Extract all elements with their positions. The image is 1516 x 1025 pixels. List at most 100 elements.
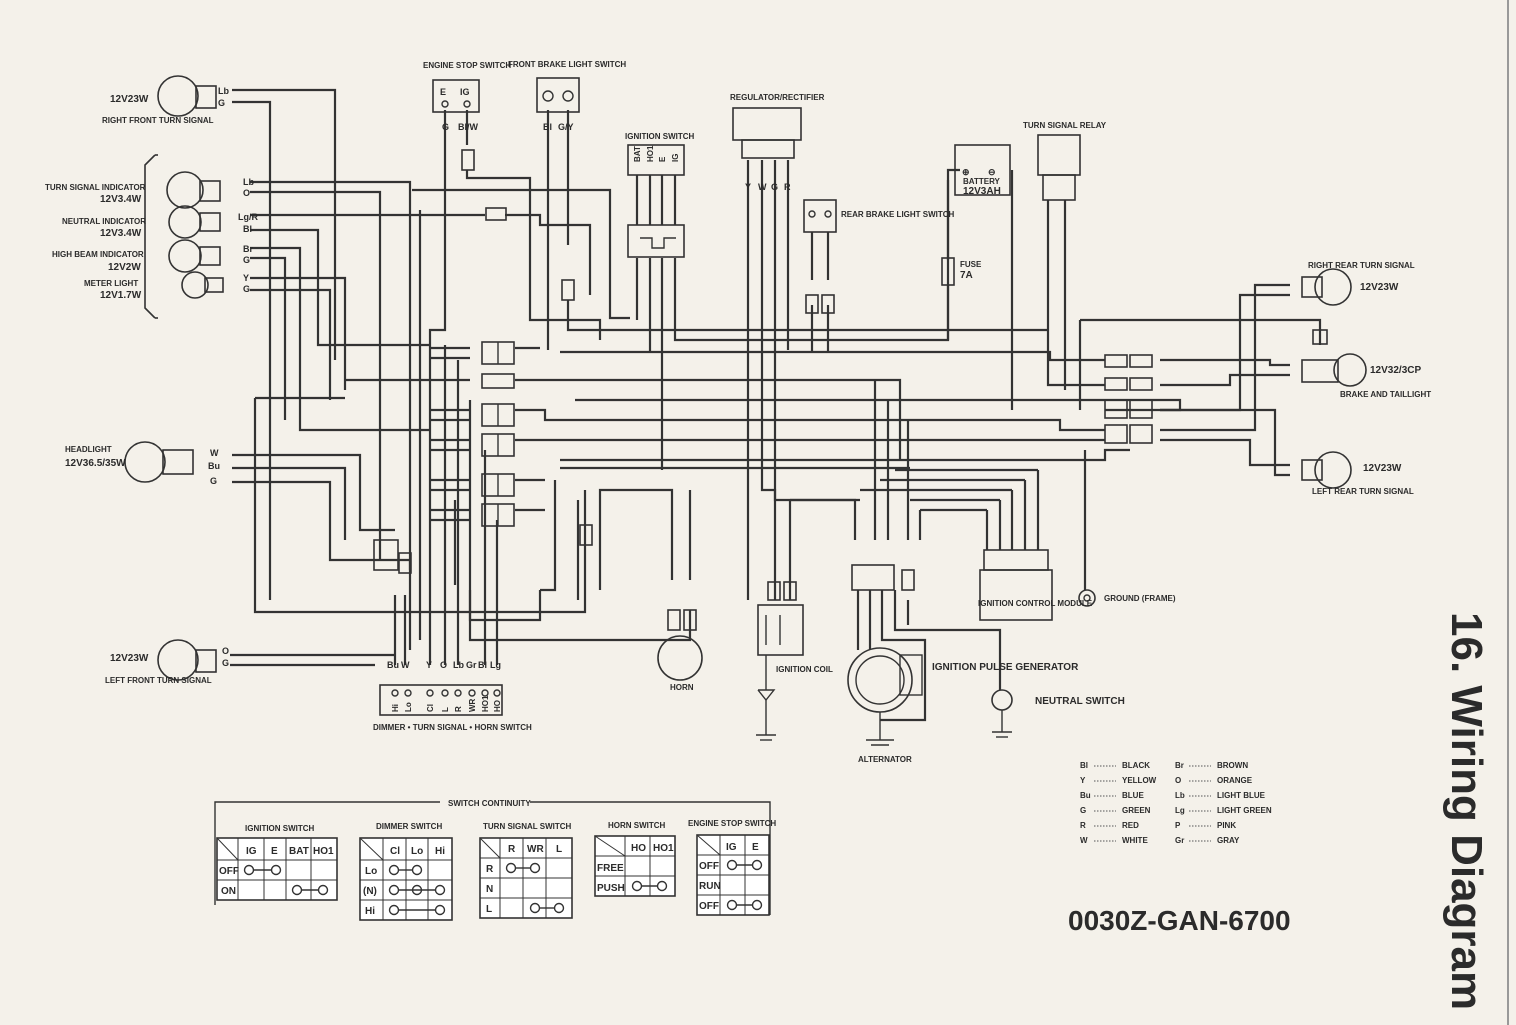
switch-pin-label: Lo xyxy=(404,702,413,712)
cont-row: OFF xyxy=(699,901,719,912)
continuity-horn-title: HORN SWITCH xyxy=(608,821,666,830)
switch-pin-label: L xyxy=(441,707,450,712)
wire-label: Y xyxy=(243,273,249,283)
wire-label: G xyxy=(243,255,250,265)
cont-row: FREE xyxy=(597,863,624,874)
right-front-turn-signal-rating: 12V23W xyxy=(110,94,149,105)
rear-brake-light-switch: REAR BRAKE LIGHT SWITCH xyxy=(803,199,955,233)
continuity-engine-stop-title: ENGINE STOP SWITCH xyxy=(688,819,776,828)
front-brake-light-switch: FRONT BRAKE LIGHT SWITCH Bl G/Y xyxy=(508,60,626,132)
turn-signal-indicator-label: TURN SIGNAL INDICATOR xyxy=(45,183,146,192)
legend-color: YELLOW xyxy=(1122,776,1157,785)
regulator-rectifier-label: REGULATOR/RECTIFIER xyxy=(730,93,825,102)
ignition-pin: BAT xyxy=(633,146,642,162)
cont-col: Lo xyxy=(411,846,423,857)
cont-col: E xyxy=(271,846,278,857)
cont-row: Lo xyxy=(365,866,377,877)
cont-col: Cl xyxy=(390,846,400,857)
wire-label: G xyxy=(243,284,250,294)
wire-label: Y xyxy=(426,660,432,670)
switch-pin xyxy=(481,689,489,697)
left-front-turn-signal-rating: 12V23W xyxy=(110,653,149,664)
wire-label: Lg/R xyxy=(238,212,258,222)
wire-label: O xyxy=(243,188,250,198)
alternator-label: ALTERNATOR xyxy=(858,755,912,764)
cont-col: HO1 xyxy=(313,846,334,857)
turn-signal-relay-label: TURN SIGNAL RELAY xyxy=(1023,121,1107,130)
legend-color: BLUE xyxy=(1122,791,1144,800)
right-front-turn-signal-label: RIGHT FRONT TURN SIGNAL xyxy=(102,116,214,125)
fuse: FUSE 7A xyxy=(941,257,982,286)
horn: HORN xyxy=(657,635,703,692)
ignition-switch-label: IGNITION SWITCH xyxy=(625,132,695,141)
front-brake-light-switch-label: FRONT BRAKE LIGHT SWITCH xyxy=(508,60,626,69)
legend-code: P xyxy=(1175,821,1181,830)
ignition-pin: IG xyxy=(671,154,680,162)
ground-label: GROUND (FRAME) xyxy=(1104,594,1176,603)
cont-row: N xyxy=(486,884,493,895)
switch-pin xyxy=(468,689,476,697)
battery-rating: 12V3AH xyxy=(963,186,1001,197)
legend-code: O xyxy=(1175,776,1181,785)
legend-code: Lb xyxy=(1175,791,1185,800)
wire-label: Bl xyxy=(478,660,487,670)
brake-taillight: 12V32/3CP BRAKE AND TAILLIGHT xyxy=(1301,353,1431,399)
battery-label: BATTERY xyxy=(963,177,1001,186)
legend-color: BROWN xyxy=(1217,761,1248,770)
legend-color: GREEN xyxy=(1122,806,1151,815)
page-title: 16. Wiring Diagram xyxy=(1442,612,1491,1010)
horn-label: HORN xyxy=(670,683,694,692)
wire-label: Bl xyxy=(543,122,552,132)
legend-code: Lg xyxy=(1175,806,1185,815)
wire-label: Lb xyxy=(453,660,464,670)
left-front-turn-signal-label: LEFT FRONT TURN SIGNAL xyxy=(105,676,212,685)
wire-label: G/Y xyxy=(558,122,574,132)
wire-label: Lb xyxy=(243,177,254,187)
battery-minus-icon: ⊖ xyxy=(988,167,996,177)
legend-color: GRAY xyxy=(1217,836,1240,845)
cont-row: OFF xyxy=(219,866,239,877)
engine-stop-switch-e: E xyxy=(440,87,446,97)
switch-pin xyxy=(404,689,412,697)
brake-taillight-label: BRAKE AND TAILLIGHT xyxy=(1340,390,1431,399)
legend-color: ORANGE xyxy=(1217,776,1253,785)
cont-col: IG xyxy=(726,842,737,853)
switch-pin xyxy=(391,689,399,697)
switch-pin xyxy=(454,689,462,697)
cont-col: L xyxy=(556,844,562,855)
cont-row: ON xyxy=(221,886,236,897)
ignition-pulse-generator: IGNITION PULSE GENERATOR xyxy=(899,654,1079,696)
right-rear-turn-signal-rating: 12V23W xyxy=(1360,282,1399,293)
meter-light-label: METER LIGHT xyxy=(84,279,138,288)
ignition-pin: E xyxy=(658,156,667,162)
wire-label: G xyxy=(218,98,225,108)
wire-label: Bu xyxy=(387,660,399,670)
right-rear-turn-signal: 12V23W RIGHT REAR TURN SIGNAL xyxy=(1301,261,1415,306)
engine-stop-switch-ig: IG xyxy=(460,87,470,97)
connector-couplers xyxy=(373,149,1328,631)
cont-col: HO1 xyxy=(653,843,674,854)
legend-code: Gr xyxy=(1175,836,1184,845)
headlight-label: HEADLIGHT xyxy=(65,445,112,454)
headlight-rating: 12V36.5/35W xyxy=(65,458,126,469)
regulator-rectifier: REGULATOR/RECTIFIER Y W G R xyxy=(730,93,825,192)
meter-cluster: TURN SIGNAL INDICATOR 12V3.4W NEUTRAL IN… xyxy=(45,154,258,319)
wire-label: G xyxy=(442,122,449,132)
legend-color: LIGHT GREEN xyxy=(1217,806,1272,815)
legend-code: Bl xyxy=(1080,761,1088,770)
cont-col: BAT xyxy=(289,846,309,857)
headlight: HEADLIGHT 12V36.5/35W W Bu G xyxy=(65,441,220,486)
wire-label: G xyxy=(771,182,778,192)
right-front-turn-signal: 12V23W RIGHT FRONT TURN SIGNAL Lb G xyxy=(102,75,229,125)
legend-code: Br xyxy=(1175,761,1184,770)
brake-taillight-rating: 12V32/3CP xyxy=(1370,365,1421,376)
wire-label: O xyxy=(440,660,447,670)
wire-label: O xyxy=(222,646,229,656)
wire-label: W xyxy=(401,660,410,670)
cont-col: IG xyxy=(246,846,257,857)
switch-continuity: SWITCH CONTINUITY IGNITION SWITCH IG E B… xyxy=(214,799,776,921)
wire-label: G xyxy=(222,658,229,668)
cont-col: WR xyxy=(527,844,544,855)
